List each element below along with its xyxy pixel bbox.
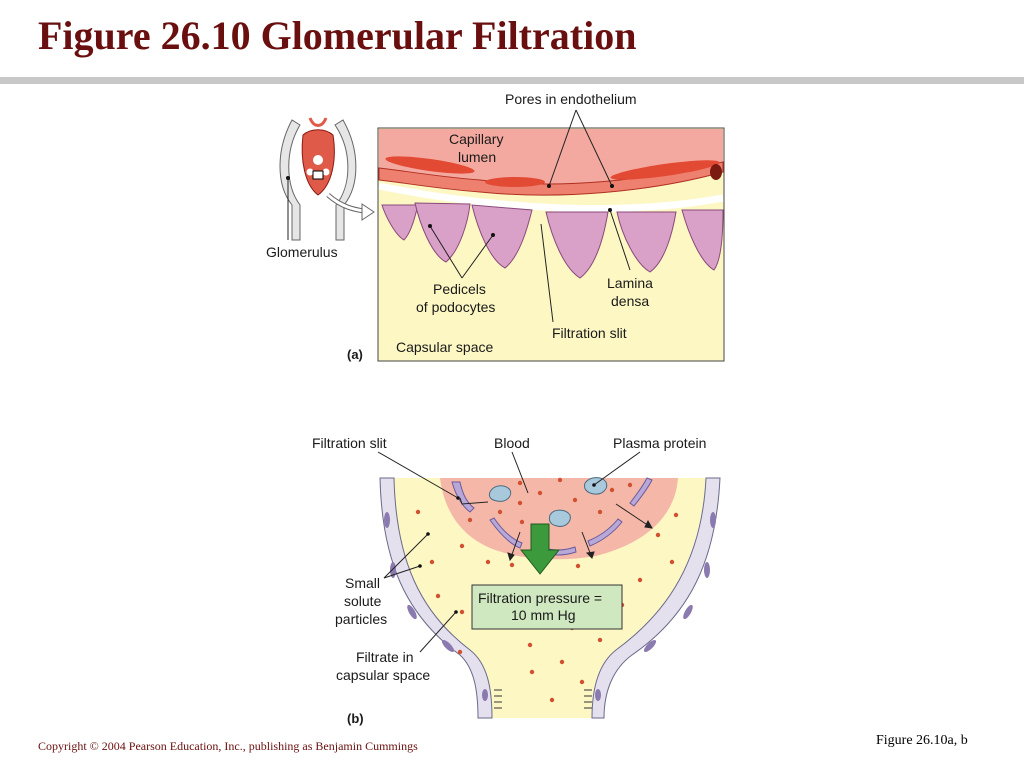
label-plasma-protein: Plasma protein <box>613 435 706 451</box>
label-glomerulus: Glomerulus <box>266 244 338 260</box>
glomerulus-thumbnail <box>279 117 375 241</box>
label-small-solute-1: Small <box>345 575 380 591</box>
filtration-pressure-box <box>471 584 623 630</box>
label-filtration-pressure-2: 10 mm Hg <box>511 607 576 623</box>
label-lamina-densa-2: densa <box>611 293 649 309</box>
panel-b-tag: (b) <box>347 711 364 726</box>
label-small-solute-2: solute <box>344 593 382 609</box>
label-lamina-densa-1: Lamina <box>607 275 653 291</box>
label-filtrate-2: capsular space <box>336 667 430 683</box>
panel-a-tag: (a) <box>347 347 363 362</box>
label-small-solute-3: particles <box>335 611 387 627</box>
filtration-membrane-detail <box>377 127 725 362</box>
title-divider <box>0 77 1024 84</box>
label-pores-in-endothelium: Pores in endothelium <box>505 91 637 107</box>
label-filtration-pressure-1: Filtration pressure = <box>478 590 602 606</box>
label-capsular-space: Capsular space <box>396 339 493 355</box>
label-pedicels-1: Pedicels <box>433 281 486 297</box>
panel-a-leader-lines <box>287 109 631 323</box>
label-capillary-lumen-2: lumen <box>458 149 496 165</box>
label-pedicels-2: of podocytes <box>416 299 495 315</box>
filtration-pressure-arrow <box>519 523 561 575</box>
panel-b: Filtration slit Blood Plasma protein Sma… <box>312 435 721 726</box>
panel-a-leader-dots <box>286 176 614 237</box>
label-capillary-lumen-1: Capillary <box>449 131 503 147</box>
panel-a: Pores in endothelium Capillary lumen Glo… <box>266 91 725 362</box>
label-blood: Blood <box>494 435 530 451</box>
slide-title: Figure 26.10 Glomerular Filtration <box>38 13 637 58</box>
label-filtration-slit-b: Filtration slit <box>312 435 387 451</box>
label-filtration-slit-a: Filtration slit <box>552 325 627 341</box>
copyright-notice: Copyright © 2004 Pearson Education, Inc.… <box>38 739 418 753</box>
figure-reference: Figure 26.10a, b <box>876 733 968 748</box>
label-filtrate-1: Filtrate in <box>356 649 414 665</box>
